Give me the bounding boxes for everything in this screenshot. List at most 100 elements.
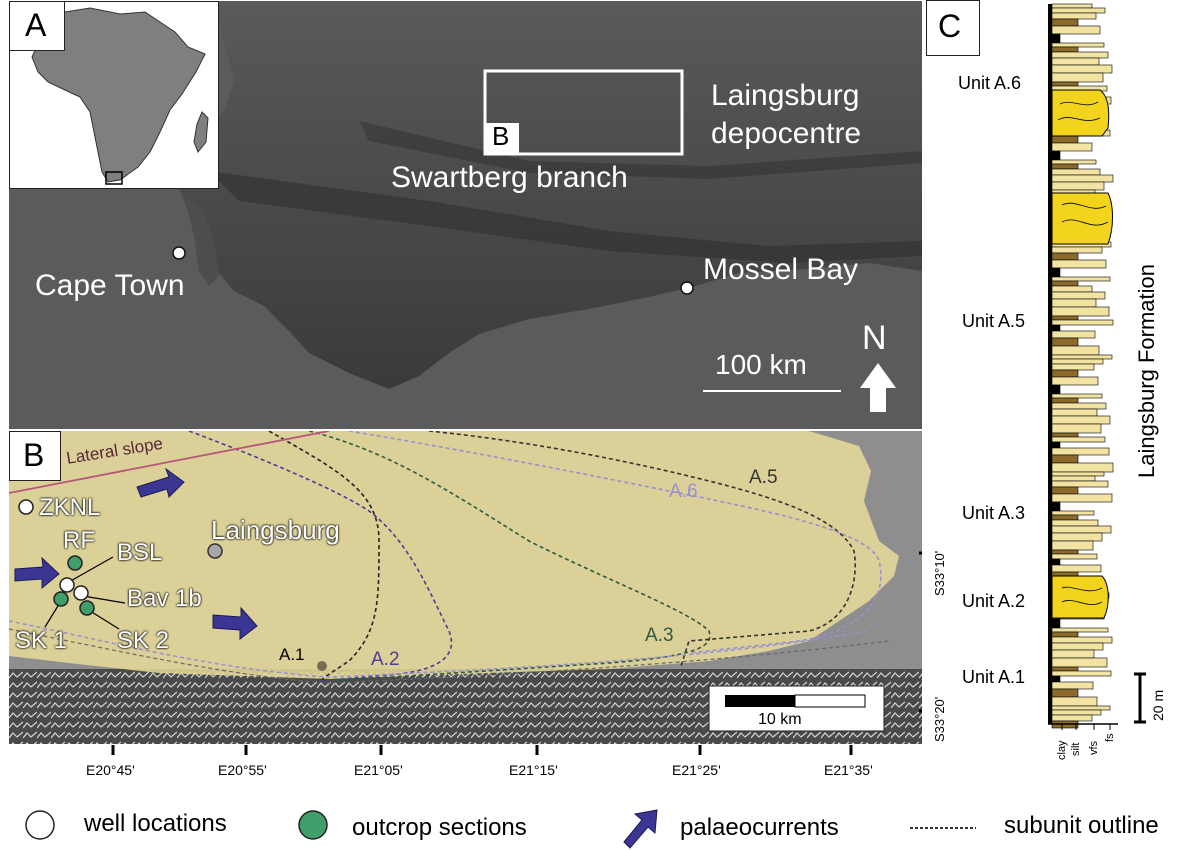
label-cape-town: Cape Town: [35, 269, 185, 302]
log-bed: [1051, 441, 1061, 449]
unit-label-a3: Unit A.3: [962, 503, 1026, 523]
box-b-letter: B: [492, 121, 510, 151]
log-bed: [1051, 486, 1079, 495]
north-arrow: [860, 363, 896, 412]
unit-label-a1: Unit A.1: [962, 667, 1026, 687]
mountain-belt-north: [359, 121, 922, 179]
log-bed: [1051, 618, 1061, 629]
log-bed: [1051, 558, 1061, 566]
log-bed: [1051, 493, 1113, 503]
outcrop-sk2: [79, 600, 95, 616]
log-bed: [1051, 174, 1114, 183]
panel-a: A B Laingsburg depocentre Swartberg bran…: [9, 1, 922, 429]
log-bed: [1051, 142, 1093, 152]
legend-palaeocurrent-icon: [623, 809, 658, 849]
channel-lamina-1: [1057, 101, 1101, 121]
log-bed: [1051, 649, 1095, 659]
label-a2: A.2: [371, 649, 400, 670]
scale-bar-black: [725, 695, 795, 707]
log-bed: [1051, 12, 1097, 20]
log-bed: [1051, 181, 1105, 191]
legend-subunit-label: subunit outline: [1004, 812, 1159, 839]
log-bed: [1051, 384, 1061, 395]
log-bed: [1051, 549, 1079, 555]
log-bed: [1051, 501, 1061, 512]
log-bed: [1051, 324, 1061, 332]
formation-label: Laingsburg Formation: [1134, 263, 1159, 478]
log-bed: [1051, 631, 1079, 638]
log-bed: [1051, 252, 1079, 261]
log-bed: [1051, 642, 1104, 651]
unit-label-a6: Unit A.6: [958, 73, 1022, 93]
lon-label-2: E20°55': [218, 762, 267, 778]
log-bed: [1051, 159, 1097, 165]
log-bed: [1051, 337, 1079, 347]
a1-marker: [317, 661, 327, 671]
legend-outcrop-label: outcrop sections: [352, 814, 527, 841]
log-bed: [1051, 432, 1079, 438]
lon-label-3: E21°05': [354, 762, 403, 778]
grain-label-silt: silt: [1070, 742, 1082, 756]
channel-lamina-3: [1061, 586, 1103, 605]
label-sk1: SK 1: [15, 627, 68, 654]
log-bed: [1051, 3, 1093, 9]
log-bed: [1051, 354, 1113, 360]
label-zknl: ZKNL: [39, 494, 101, 521]
well-bav1b: [73, 585, 89, 601]
box-b-label-bg: [485, 123, 519, 154]
log-bed: [1051, 345, 1100, 356]
log-bed: [1051, 564, 1102, 573]
log-bed: [1051, 280, 1079, 287]
outcrop-rf: [67, 555, 83, 571]
unit-label-a2: Unit A.2: [962, 591, 1026, 611]
subunit-outline-a6: [348, 430, 882, 654]
label-a3: A.3: [645, 625, 674, 646]
log-bed: [1051, 532, 1103, 542]
panel-a-letter-box: [9, 1, 65, 51]
panel-c-letter-box: [926, 0, 980, 56]
legend-well-label: well locations: [84, 810, 227, 837]
log-bed: [1051, 408, 1098, 417]
lon-label-5: E21°25': [672, 762, 721, 778]
log-bed: [1051, 675, 1061, 683]
log-bed: [1051, 627, 1109, 633]
log-bed: [1051, 402, 1107, 410]
label-rf: RF: [63, 527, 95, 554]
lon-label-6: E21°35': [824, 762, 873, 778]
lon-label-1: E20°45': [86, 762, 135, 778]
channel-fill-a5: [1051, 192, 1113, 245]
log-bed: [1051, 168, 1101, 176]
panel-b-letter: B: [23, 437, 45, 473]
log-bed: [1051, 319, 1114, 326]
scale-bar-box: [708, 685, 885, 732]
subunit-outline-a5: [428, 430, 856, 667]
log-bed: [1051, 25, 1101, 35]
log-bed: [1051, 688, 1079, 698]
leader-bav1b: [82, 595, 126, 604]
log-bed: [1051, 33, 1061, 44]
log-bed: [1051, 705, 1111, 711]
log-bed: [1051, 246, 1103, 254]
channel-fill-a6: [1051, 89, 1110, 137]
scale-20m-label: 20 m: [1150, 689, 1166, 721]
log-bed: [1051, 46, 1079, 53]
log-bed: [1051, 376, 1099, 386]
study-area-box: [105, 171, 123, 185]
madagascar: [193, 111, 209, 153]
log-bed: [1051, 525, 1112, 534]
legend-well-icon: [25, 810, 55, 840]
panel-b-letter-box: [9, 431, 61, 481]
panel-a-map: [9, 1, 922, 429]
log-bed: [1051, 519, 1099, 527]
log-bed: [1051, 18, 1079, 27]
cape-town-marker: [172, 246, 186, 260]
log-bed: [1051, 462, 1114, 473]
log-bed: [1051, 276, 1111, 282]
log-bed: [1051, 657, 1108, 668]
unit-label-a5: Unit A.5: [962, 311, 1026, 331]
leader-bsl: [66, 556, 114, 584]
africa-inset-map: [31, 7, 209, 185]
grain-label-vfs: vfs: [1088, 740, 1100, 755]
channel-fill-a2: [1051, 575, 1109, 619]
palaeocurrent-arrow-3: [212, 606, 258, 641]
